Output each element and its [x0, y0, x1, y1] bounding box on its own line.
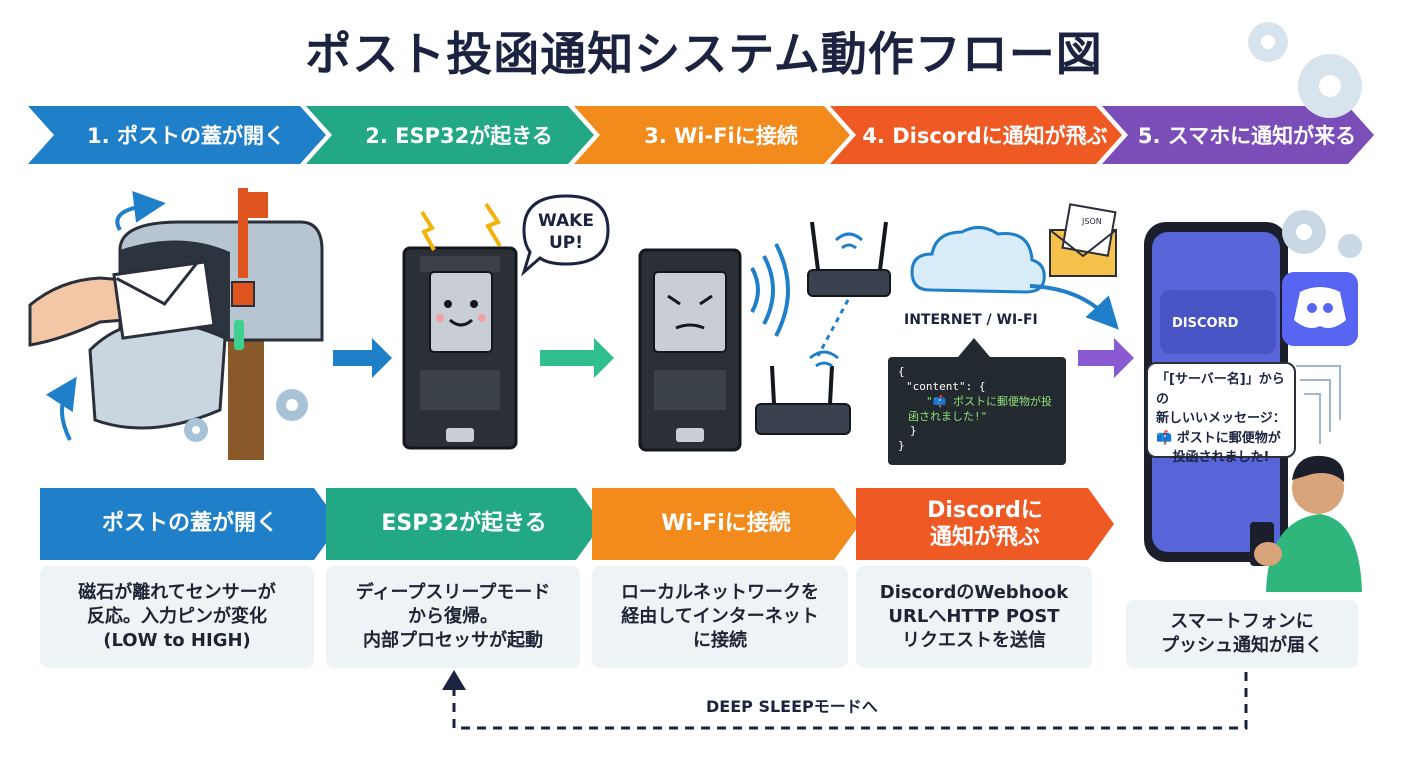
step-1-header-label: 1. ポストの蓋が開く — [87, 124, 285, 148]
step-3-title-label: Wi-Fiに接続 — [661, 511, 791, 537]
step-1-desc-text: 磁石が離れてセンサーが 反応。入力ピンが変化 (LOW to HIGH) — [78, 581, 276, 652]
step-5-header-label: 5. スマホに通知が来る — [1137, 124, 1357, 148]
step-4-title-label: Discordに 通知が飛ぶ — [927, 497, 1043, 550]
step-3-header-label: 3. Wi-Fiに接続 — [644, 124, 798, 148]
lightning-icon — [420, 210, 436, 251]
loop-arrow — [452, 672, 1248, 730]
code-line: { — [898, 365, 905, 378]
open-motion-arrow-icon — [115, 191, 166, 232]
notification-line: 投函されました! — [1172, 450, 1270, 465]
step-3-title: Wi-Fiに接続 — [592, 488, 860, 560]
wake-up-bubble — [521, 194, 610, 277]
page-title: ポスト投函通知システム動作フロー図 — [305, 27, 1103, 81]
step-2-desc-text: ディープスリープモード から復帰。 内部プロセッサが起動 — [355, 581, 551, 652]
step-2-title-label: ESP32が起きる — [381, 511, 547, 537]
json-code-block: { "content": { "📫 ポストに郵便物が投 函されました!" } } — [888, 357, 1066, 465]
cloud-arrow-icon — [1029, 284, 1119, 330]
json-envelope-icon: JSON — [1049, 203, 1117, 277]
gear-icon — [1338, 234, 1362, 258]
discord-label: DISCORD — [1172, 316, 1239, 331]
wake-up-text: UP! — [549, 233, 583, 253]
loop-arrowhead-icon — [442, 670, 466, 690]
step-4-header: 4. Discordに通知が飛ぶ — [830, 106, 1122, 164]
wifi-signal-icon — [750, 243, 790, 337]
person-icon — [1250, 455, 1362, 592]
notification-line: 「[サーバー名]」からの — [1156, 372, 1285, 407]
open-motion-arrow-icon — [45, 376, 77, 441]
step-2-desc: ディープスリープモード から復帰。 内部プロセッサが起動 — [326, 566, 580, 668]
notification-line: 新しいいメッセージ： — [1156, 411, 1286, 426]
router-icon — [807, 221, 891, 297]
signal-lines — [1296, 365, 1341, 444]
step-1-desc: 磁石が離れてセンサーが 反応。入力ピンが変化 (LOW to HIGH) — [40, 566, 314, 668]
network-link — [816, 299, 850, 357]
step-5-desc-text: スマートフォンに プッシュ通知が届く — [1161, 610, 1323, 656]
notification-bubble: 「[サーバー名]」からの 新しいいメッセージ： 📫 ポストに郵便物が 投函されま… — [1146, 362, 1296, 465]
step-4-desc: DiscordのWebhook URLへHTTP POST リクエストを送信 — [856, 566, 1092, 668]
router-icon — [755, 350, 851, 435]
step-3-header: 3. Wi-Fiに接続 — [574, 106, 850, 164]
step-1-title: ポストの蓋が開く — [40, 488, 340, 560]
cloud-icon — [910, 226, 1046, 294]
code-line: "content": { — [906, 379, 986, 393]
json-badge: JSON — [1081, 217, 1102, 226]
step-2-header: 2. ESP32が起きる — [306, 106, 594, 164]
code-line: 函されました!" — [908, 409, 988, 423]
internet-label: INTERNET / WI-FI — [904, 312, 1038, 328]
esp32-board-icon — [638, 248, 742, 452]
step-3-desc: ローカルネットワークを 経由してインターネット に接続 — [592, 566, 848, 668]
step-5-desc: スマートフォンに プッシュ通知が届く — [1126, 600, 1358, 668]
flow-arrow-icon — [1078, 338, 1134, 378]
step-2-title: ESP32が起きる — [326, 488, 602, 560]
flow-arrow-icon — [540, 338, 614, 378]
step-1-title-label: ポストの蓋が開く — [101, 511, 278, 537]
notification-line: 📫 ポストに郵便物が — [1156, 430, 1281, 446]
flow-arrow-icon — [333, 338, 392, 378]
step-3-desc-text: ローカルネットワークを 経由してインターネット に接続 — [621, 581, 819, 652]
step-4-title: Discordに 通知が飛ぶ — [856, 488, 1114, 560]
step-2-header-label: 2. ESP32が起きる — [365, 124, 553, 148]
code-line: "📫 ポストに郵便物が投 — [926, 394, 1052, 408]
wake-up-text: WAKE — [538, 211, 594, 231]
code-line: } — [898, 439, 905, 453]
step-5-header: 5. スマホに通知が来る — [1102, 106, 1374, 164]
step-1-header: 1. ポストの蓋が開く — [28, 106, 326, 164]
code-line: } — [910, 424, 917, 438]
step-4-header-label: 4. Discordに通知が飛ぶ — [862, 124, 1108, 148]
step-4-desc-text: DiscordのWebhook URLへHTTP POST リクエストを送信 — [879, 581, 1069, 652]
hand-letter-icon — [28, 255, 216, 347]
loop-label: DEEP SLEEPモードへ — [706, 697, 878, 716]
esp32-board-icon — [402, 246, 518, 450]
lightning-icon — [484, 202, 502, 248]
